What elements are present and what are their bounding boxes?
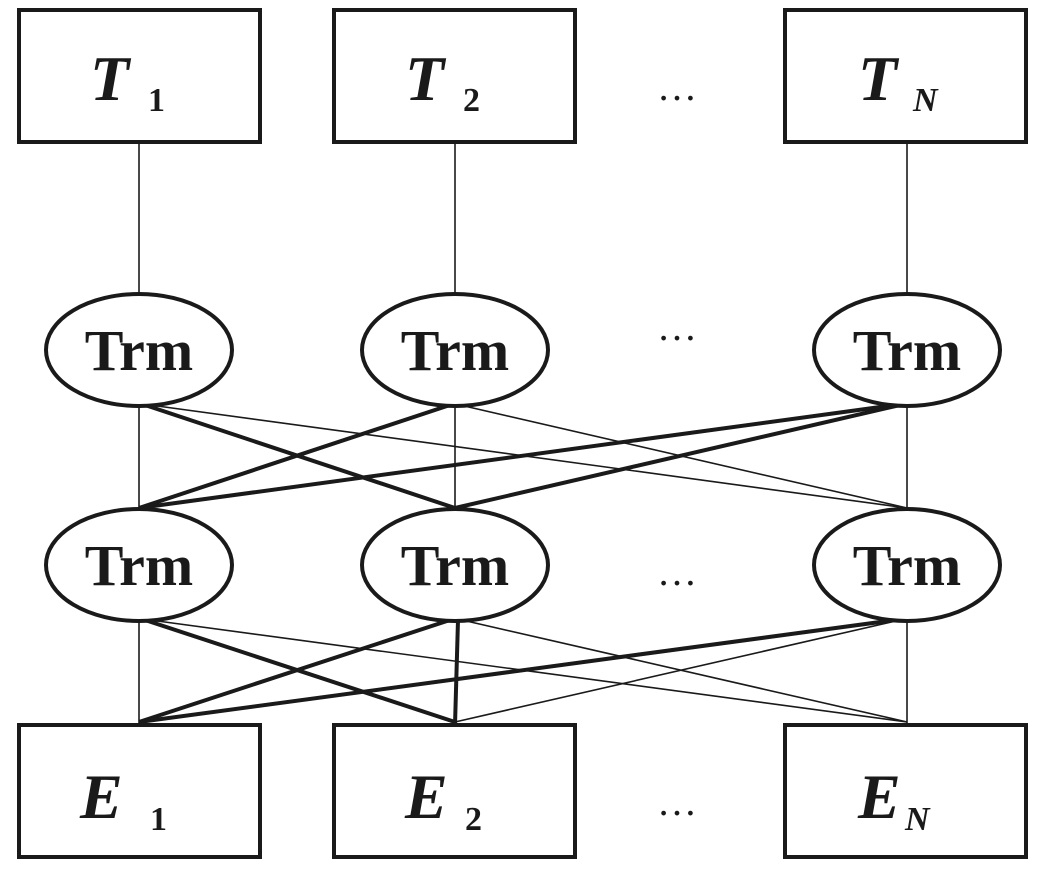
- trm-label: Trm: [85, 533, 193, 598]
- edge-upper3-lower2: [454, 403, 901, 510]
- output-symbol: T: [405, 43, 447, 114]
- trm-label: Trm: [853, 533, 961, 598]
- output-symbol: T: [858, 43, 900, 114]
- edge-upper3-lower1: [138, 403, 896, 510]
- upper-trm-node-3: Trm: [812, 292, 1002, 408]
- input-box-2: E 2: [332, 723, 577, 859]
- input-subscript: N: [904, 801, 931, 838]
- lower-trm-node-2: Trm: [360, 507, 550, 623]
- input-row: E 1 E 2 … E N: [17, 723, 1028, 859]
- edge-lower2-en: [461, 619, 908, 723]
- lower-trm-layer: Trm Trm … Trm: [44, 507, 1002, 623]
- output-box-2: T 2: [332, 8, 577, 144]
- input-ellipsis: …: [657, 779, 697, 824]
- output-subscript: N: [912, 82, 939, 119]
- output-subscript: 1: [148, 82, 165, 119]
- edge-lower3-e2: [454, 619, 901, 723]
- trm-label: Trm: [853, 318, 961, 383]
- edge-upper2-lower1: [138, 403, 451, 510]
- lower-ellipsis: …: [657, 549, 697, 594]
- input-subscript: 1: [150, 801, 167, 838]
- input-subscript: 2: [465, 801, 482, 838]
- input-symbol: E: [404, 761, 448, 832]
- edge-lower3-e1: [138, 618, 896, 724]
- output-box-1: T 1: [17, 8, 262, 144]
- output-subscript: 2: [463, 82, 480, 119]
- input-symbol: E: [79, 761, 123, 832]
- trm-label: Trm: [85, 318, 193, 383]
- lower-trm-node-1: Trm: [44, 507, 234, 623]
- lower-trm-node-3: Trm: [812, 507, 1002, 623]
- edge-lower2-e2: [453, 619, 460, 726]
- input-box-n: E N: [783, 723, 1028, 859]
- upper-trm-node-1: Trm: [44, 292, 234, 408]
- output-symbol: T: [90, 43, 132, 114]
- upper-trm-layer: Trm Trm … Trm: [44, 292, 1002, 408]
- input-symbol: E: [857, 761, 901, 832]
- upper-trm-node-2: Trm: [360, 292, 550, 408]
- output-ellipsis: …: [657, 64, 697, 109]
- trm-label: Trm: [401, 318, 509, 383]
- upper-ellipsis: …: [657, 304, 697, 349]
- edge-lower2-e1: [138, 618, 451, 724]
- output-row: T 1 T 2 … T N: [17, 8, 1028, 144]
- input-box-1: E 1: [17, 723, 262, 859]
- trm-label: Trm: [401, 533, 509, 598]
- connections: [138, 142, 908, 726]
- output-box-n: T N: [783, 8, 1028, 144]
